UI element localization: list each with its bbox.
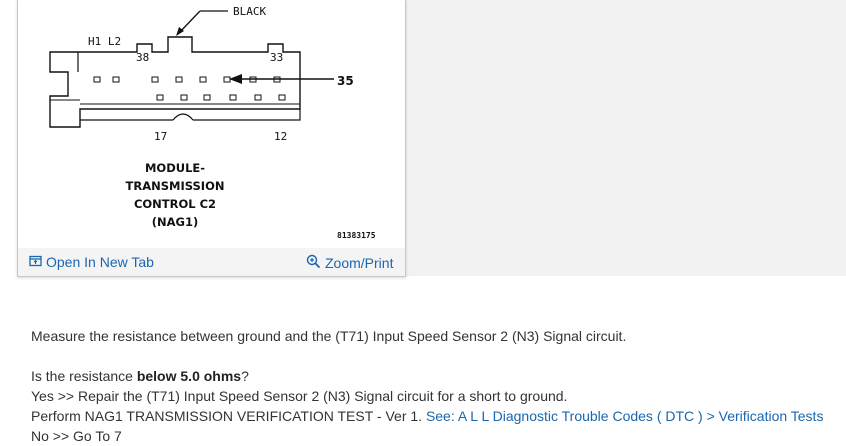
question-suffix: ?	[241, 368, 249, 384]
label-black: BLACK	[233, 5, 266, 18]
question-line: Is the resistance below 5.0 ohms?	[31, 366, 249, 386]
figure-card: BLACK H1 L2 38 33	[17, 0, 406, 277]
perform-line: Perform NAG1 TRANSMISSION VERIFICATION T…	[31, 406, 823, 426]
question-bold: below 5.0 ohms	[136, 368, 242, 384]
pin-label-17: 17	[154, 130, 167, 143]
open-tab-icon	[29, 254, 42, 270]
pin-label-33: 33	[270, 51, 283, 64]
measure-instruction: Measure the resistance between ground an…	[31, 328, 627, 344]
zoom-print-link[interactable]: Zoom/Print	[306, 254, 393, 272]
verification-tests-link[interactable]: See: A L L Diagnostic Trouble Codes ( DT…	[425, 408, 824, 424]
zoom-print-label: Zoom/Print	[325, 255, 394, 271]
no-line: No >> Go To 7	[31, 428, 122, 444]
perform-prefix: Perform NAG1 TRANSMISSION VERIFICATION T…	[31, 408, 426, 424]
module-title-line-4: (NAG1)	[152, 215, 198, 229]
question-prefix: Is the resistance	[31, 368, 137, 384]
pin-label-38: 38	[136, 51, 149, 64]
pin-label-35: 35	[337, 74, 354, 88]
pin-label-12: 12	[274, 130, 287, 143]
module-title-line-1: MODULE-	[145, 161, 205, 175]
figure-toolbar: Open In New Tab Zoom/Print	[18, 248, 405, 276]
label-h1l2: H1 L2	[88, 35, 121, 48]
page-background	[404, 0, 846, 276]
yes-line: Yes >> Repair the (T71) Input Speed Sens…	[31, 388, 568, 404]
open-in-new-tab-label: Open In New Tab	[46, 254, 154, 270]
module-title-line-3: CONTROL C2	[134, 197, 216, 211]
open-in-new-tab-link[interactable]: Open In New Tab	[29, 254, 154, 270]
figure-id: 81383175	[337, 231, 376, 240]
module-title-line-2: TRANSMISSION	[126, 179, 225, 193]
connector-diagram: BLACK H1 L2 38 33	[49, 5, 376, 240]
zoom-icon	[306, 254, 321, 272]
